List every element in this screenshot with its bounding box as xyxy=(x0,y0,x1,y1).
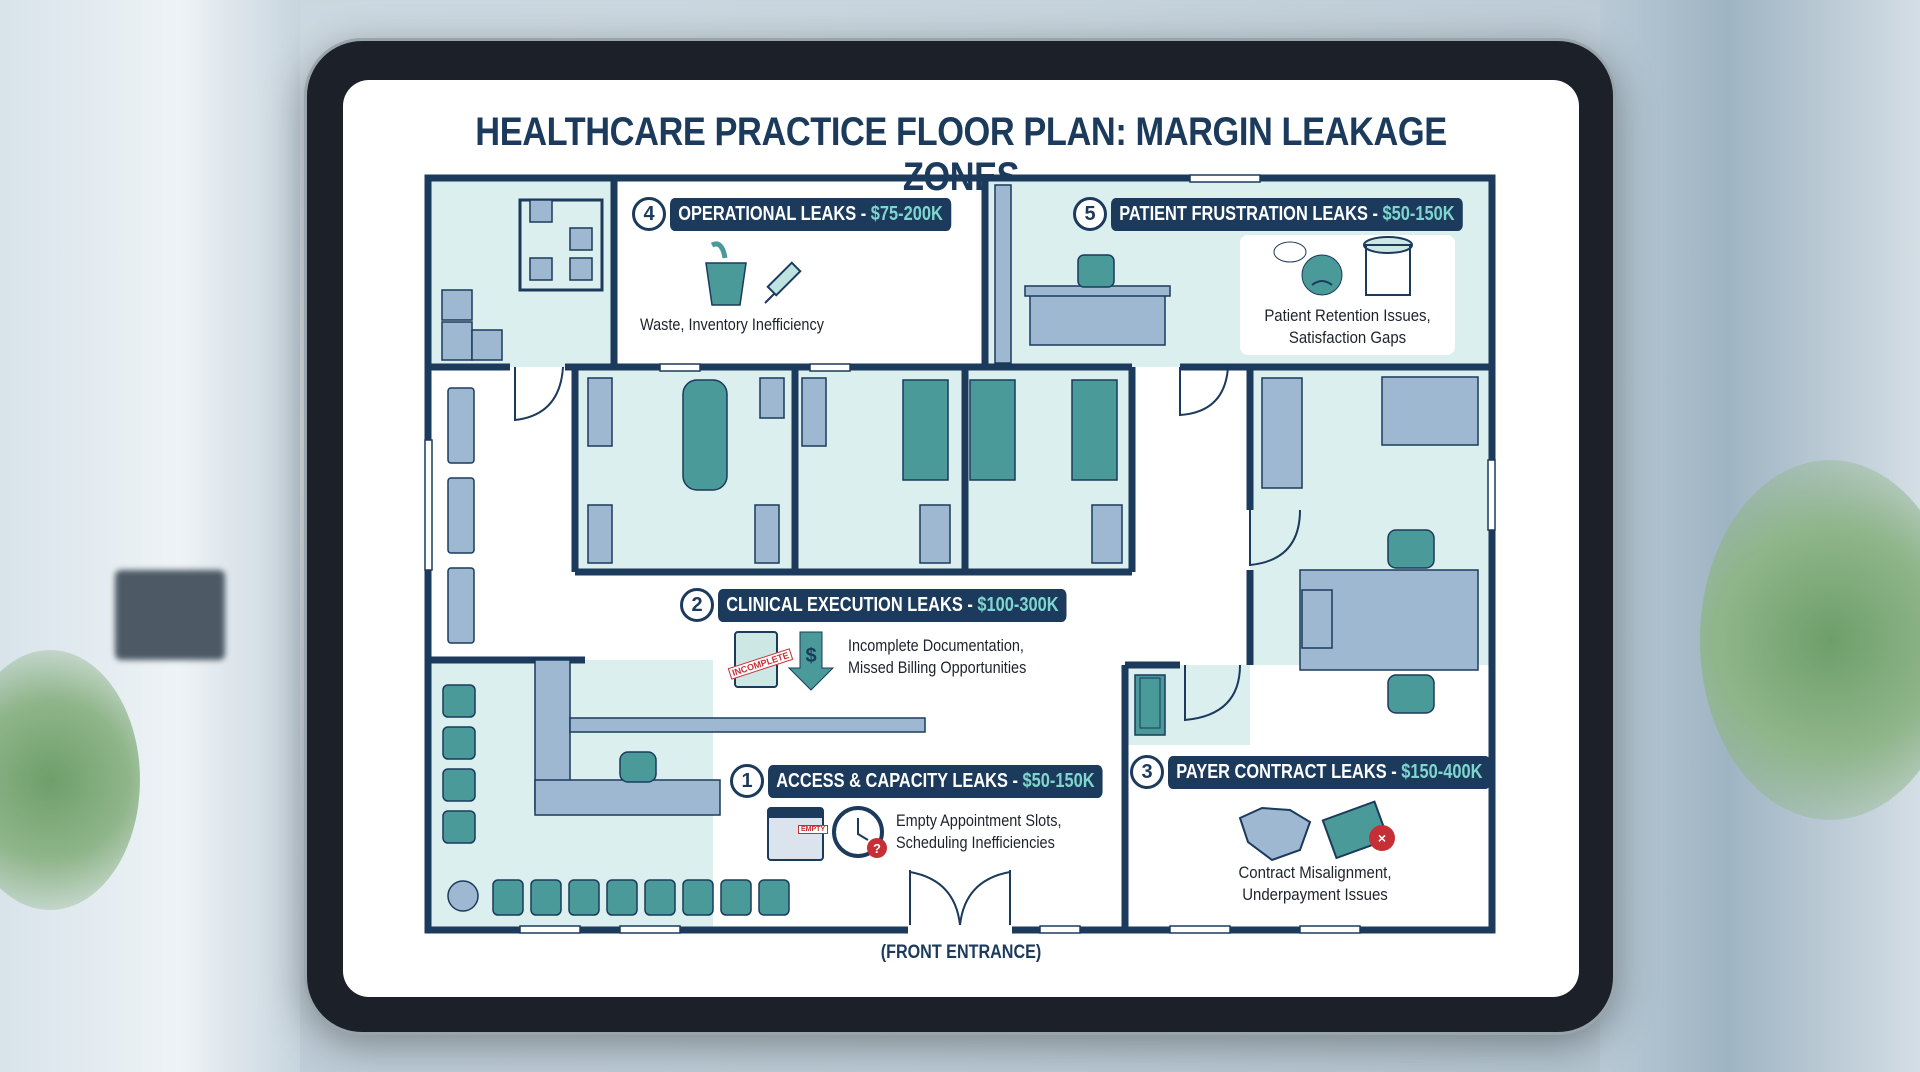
zone-3-description: Contract Misalignment,Underpayment Issue… xyxy=(1238,863,1392,904)
sad-face-icon xyxy=(1273,241,1343,296)
zone-title: PAYER CONTRACT LEAKS - $150-400K xyxy=(1168,755,1491,789)
zone-amount: $50-150K xyxy=(1022,769,1095,792)
clock-icon: ? xyxy=(832,806,887,858)
furniture xyxy=(441,184,1479,916)
zone-title: CLINICAL EXECUTION LEAKS - $100-300K xyxy=(718,588,1067,622)
zone-number: 2 xyxy=(680,588,714,622)
zone-amount: $50-150K xyxy=(1382,202,1455,225)
front-entrance-label: (FRONT ENTRANCE) xyxy=(880,942,1042,963)
zone-2-description: Incomplete Documentation,Missed Billing … xyxy=(848,636,1027,677)
svg-text:×: × xyxy=(1378,830,1386,846)
zone-title: ACCESS & CAPACITY LEAKS - $50-150K xyxy=(768,764,1103,798)
zone-number: 4 xyxy=(632,197,666,231)
svg-text:?: ? xyxy=(873,841,881,856)
zone-1-label: 1 ACCESS & CAPACITY LEAKS - $50-150K xyxy=(730,764,1176,798)
zone-5-description: Patient Retention Issues,Satisfaction Ga… xyxy=(1264,306,1431,347)
zone-title: PATIENT FRUSTRATION LEAKS - $50-150K xyxy=(1111,197,1463,231)
zone-number: 1 xyxy=(730,764,764,798)
shelf-icon xyxy=(1139,677,1161,729)
trash-can-icon xyxy=(705,241,747,306)
zone-amount: $150-400K xyxy=(1401,760,1483,783)
zone-number: 3 xyxy=(1130,755,1164,789)
syringe-icon xyxy=(764,261,802,304)
windows xyxy=(424,174,1496,934)
calendar-icon xyxy=(767,807,824,861)
dollar-down-arrow-icon: $ xyxy=(787,631,835,691)
zone-2-label: 2 CLINICAL EXECUTION LEAKS - $100-300K xyxy=(680,588,1143,622)
money-stack-x-icon: × xyxy=(1321,800,1395,860)
zone-5-label: 5 PATIENT FRUSTRATION LEAKS - $50-150K xyxy=(1073,197,1540,231)
zone-4-label: 4 OPERATIONAL LEAKS - $75-200K xyxy=(632,197,1013,231)
background-plant xyxy=(0,650,140,910)
interior-doors xyxy=(514,366,1301,722)
zone-1-description: Empty Appointment Slots,Scheduling Ineff… xyxy=(896,811,1062,852)
handshake-icon xyxy=(1238,806,1312,862)
svg-text:$: $ xyxy=(805,645,816,667)
zone-amount: $100-300K xyxy=(977,593,1059,616)
zone-4-description: Waste, Inventory Inefficiency xyxy=(640,315,824,334)
zone-title: OPERATIONAL LEAKS - $75-200K xyxy=(670,197,952,231)
zone-amount: $75-200K xyxy=(870,202,943,225)
revolving-door-icon xyxy=(1363,236,1413,296)
front-entrance-doors xyxy=(908,870,1012,936)
background-plant xyxy=(1700,460,1920,820)
empty-slot-label: EMPTY xyxy=(798,825,829,834)
background-monitor xyxy=(115,570,225,660)
zone-number: 5 xyxy=(1073,197,1107,231)
zone-3-label: 3 PAYER CONTRACT LEAKS - $150-400K xyxy=(1130,755,1561,789)
page-title: HEALTHCARE PRACTICE FLOOR PLAN: MARGIN L… xyxy=(475,110,1447,199)
